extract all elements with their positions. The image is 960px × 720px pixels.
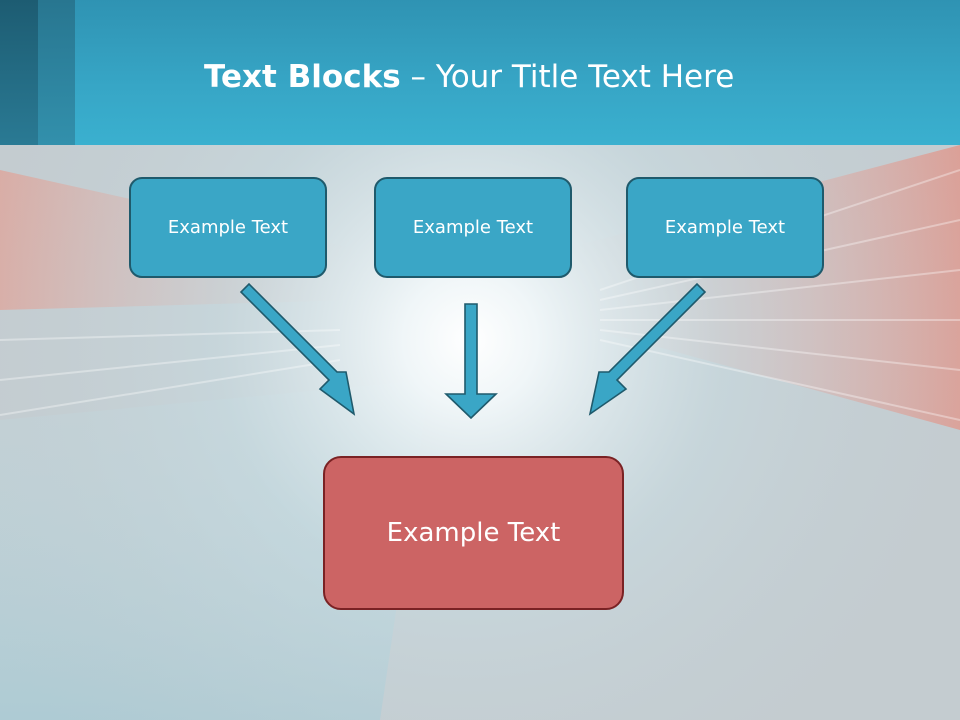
text-block-2: Example Text <box>374 177 572 278</box>
text-block-label: Example Text <box>412 217 534 238</box>
header-accent-stripe <box>38 0 75 145</box>
text-block-3: Example Text <box>626 177 824 278</box>
header-band <box>0 0 960 145</box>
text-block-label: Example Text <box>167 217 289 238</box>
title-bold-part: Text Blocks <box>204 59 401 95</box>
result-block-label: Example Text <box>386 518 561 548</box>
text-block-1: Example Text <box>129 177 327 278</box>
title-rest-part: Your Title Text Here <box>435 59 735 95</box>
result-block: Example Text <box>323 456 624 610</box>
header-accent-stripe <box>0 0 38 145</box>
slide-title: Text Blocks – Your Title Text Here <box>204 52 734 102</box>
title-dash: – <box>400 59 436 95</box>
text-block-label: Example Text <box>664 217 786 238</box>
